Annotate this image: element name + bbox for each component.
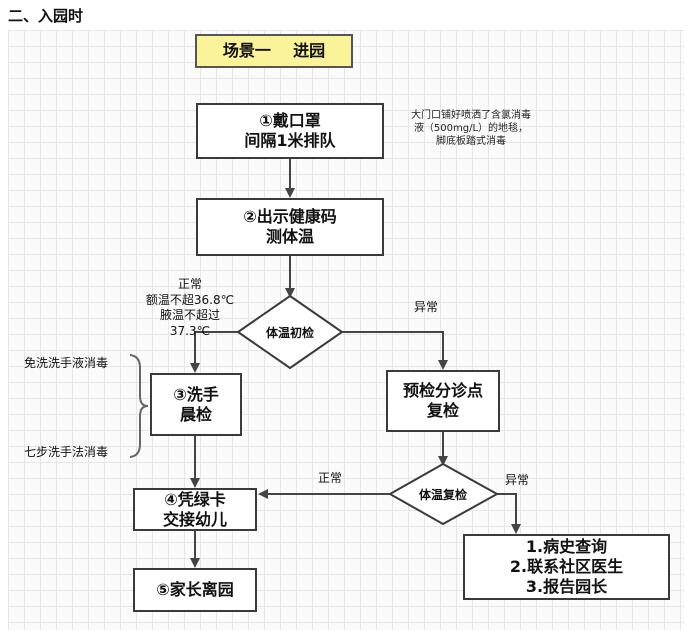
note-line3: 脚底板踏式消毒 [436, 136, 506, 147]
note-line2: 液（500mg/L）的地毯， [413, 123, 529, 134]
arrow-check2-abnormal [497, 493, 521, 534]
brace-top-label: 免洗洗手液消毒 [24, 356, 109, 370]
step3-box: ③洗手 晨检 [150, 373, 242, 436]
brace-icon [129, 354, 149, 458]
recheck-box: 预检分诊点 复检 [386, 370, 500, 432]
arrow-check1-abnormal [342, 331, 448, 370]
step5-box: ⑤家长离园 [133, 568, 257, 612]
check2-label: 体温复检 [418, 488, 467, 502]
check2-diamond [387, 462, 500, 526]
step4-line2: 交接幼儿 [162, 509, 227, 529]
scene-title: 场景一 进园 [222, 41, 326, 60]
section-heading: 二、入园时 [8, 7, 84, 25]
step4-box: ④凭绿卡 交接幼儿 [133, 488, 257, 531]
recheck-line1: 预检分诊点 [402, 381, 483, 400]
recheck-line2: 复检 [426, 401, 459, 420]
action-history: 1.病史查询 [525, 537, 608, 556]
check1-diamond [236, 294, 344, 370]
step2-line1: ②出示健康码 [243, 207, 337, 226]
note-line1: 大门口铺好喷洒了含氯消毒 [411, 110, 531, 121]
step5-label: ⑤家长离园 [156, 580, 234, 599]
step2-box: ②出示健康码 测体温 [196, 198, 384, 256]
step2-line2: 测体温 [265, 227, 314, 246]
arrow-check1-normal [190, 331, 238, 373]
check1-label: 体温初检 [265, 326, 314, 340]
grid-background [8, 30, 684, 630]
step3-line1: ③洗手 [173, 384, 219, 404]
abnormal-actions-box: 1.病史查询 2.联系社区医生 3.报告园长 [463, 534, 670, 600]
disinfection-mat-note: 大门口铺好喷洒了含氯消毒 液（500mg/L）的地毯， 脚底板踏式消毒 [396, 109, 546, 148]
step1-line2: 间隔1米排队 [244, 131, 336, 150]
action-contact-doctor: 2.联系社区医生 [509, 557, 624, 576]
step4-line1: ④凭绿卡 [164, 489, 226, 509]
step1-line1: ①戴口罩 [259, 111, 321, 130]
armpit-temp-label: 腋温不超过37.3℃ [159, 308, 220, 338]
abnormal-label-1: 异常 [414, 300, 439, 314]
normal-label-2: 正常 [318, 471, 343, 485]
normal-criteria-label: 正常 额温不超36.8℃ 腋温不超过37.3℃ [140, 277, 240, 339]
normal-label: 正常 [177, 277, 202, 291]
action-report-principal: 3.报告园长 [525, 577, 608, 596]
brace-bottom-label: 七步洗手法消毒 [24, 445, 109, 459]
step1-box: ①戴口罩 间隔1米排队 [196, 103, 384, 159]
forehead-temp-label: 额温不超36.8℃ [145, 292, 235, 307]
step3-line2: 晨检 [179, 404, 212, 424]
abnormal-label-2: 异常 [505, 473, 530, 487]
scene-title-box: 场景一 进园 [195, 34, 353, 68]
